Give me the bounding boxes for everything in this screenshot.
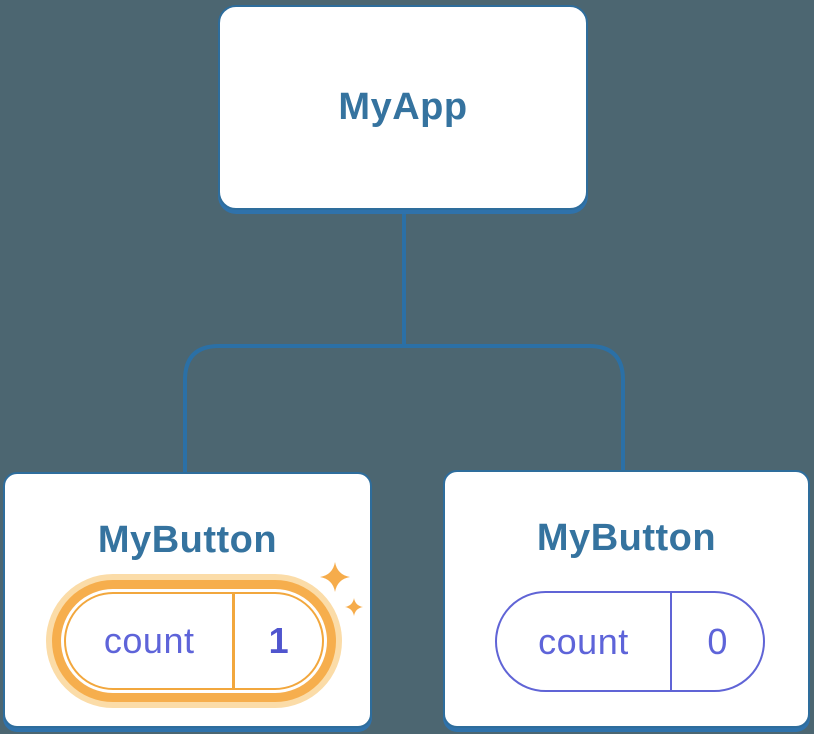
state-pill: count 0 — [495, 591, 765, 692]
tree-node-root: MyApp — [218, 5, 588, 210]
tree-node-child-2: MyButton count 0 — [443, 470, 810, 728]
state-key-label: count — [103, 620, 195, 661]
connector-bracket — [183, 344, 625, 473]
sparkle-icon — [345, 598, 363, 616]
sparkle-icon — [320, 562, 350, 592]
state-pill-highlighted: count 1 — [64, 592, 324, 690]
state-key-label: count — [538, 620, 629, 662]
root-node-label: MyApp — [338, 86, 468, 128]
state-value: 0 — [669, 593, 763, 690]
child-1-node-label: MyButton — [97, 519, 278, 561]
tree-node-child-1: MyButton count 1 — [3, 472, 372, 728]
child-2-node-label: MyButton — [536, 517, 717, 559]
state-value: 1 — [232, 594, 322, 688]
